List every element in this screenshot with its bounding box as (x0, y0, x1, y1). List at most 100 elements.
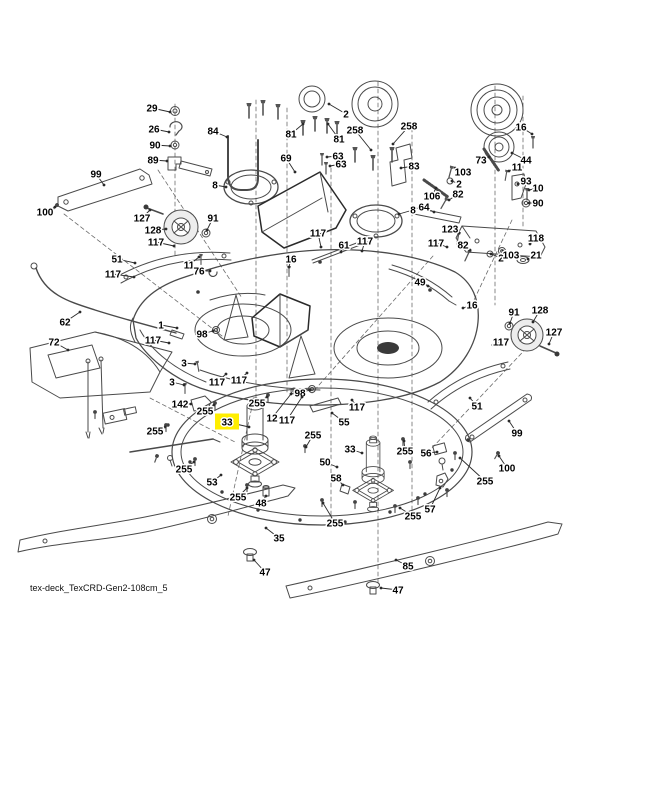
part-label-93: 93 (520, 177, 532, 188)
leader-endpoint (360, 249, 364, 253)
leader-line (253, 559, 266, 573)
leader-line (324, 461, 338, 468)
part-label-16: 16 (515, 123, 527, 134)
part-label-3: 3 (181, 359, 187, 370)
leader-endpoint (527, 201, 531, 205)
leader-endpoint (335, 465, 339, 469)
leader-endpoint (293, 170, 297, 174)
part-label-16: 16 (466, 301, 478, 312)
leader-endpoint (350, 398, 354, 402)
leader-line (511, 152, 527, 161)
leader-line (423, 206, 435, 213)
leader-line (327, 123, 340, 140)
part-label-11: 11 (512, 163, 523, 174)
left-suspension-arm (50, 168, 153, 212)
clutch-cable (30, 262, 185, 340)
leader-line (260, 495, 267, 504)
leader-endpoint (164, 227, 168, 231)
part-label-90: 90 (149, 141, 161, 152)
leader-endpoint (516, 182, 520, 186)
part-label-2: 2 (456, 180, 462, 191)
part-label-47: 47 (259, 568, 271, 579)
part-label-47: 47 (392, 586, 404, 597)
leader-endpoint (287, 265, 291, 269)
part-label-57: 57 (424, 505, 436, 516)
leader-line (155, 241, 175, 247)
leader-endpoint (435, 450, 439, 454)
part-label-61: 61 (338, 241, 350, 252)
part-label-117: 117 (349, 403, 366, 414)
leader-endpoint (212, 403, 216, 407)
leader-endpoint (457, 231, 461, 235)
part-label-51: 51 (471, 402, 483, 413)
leader-line (183, 461, 195, 470)
hanging-cables (85, 356, 105, 439)
part-label-76: 76 (193, 267, 205, 278)
part-label-100: 100 (37, 208, 54, 219)
leader-endpoint (172, 244, 176, 248)
leader-line (317, 232, 322, 248)
part-label-99: 99 (511, 429, 523, 440)
idler-hardware-cluster (413, 135, 546, 264)
leader-endpoint (148, 208, 152, 212)
leader-endpoint (205, 228, 209, 232)
leader-endpoint (245, 486, 249, 490)
part-label-8: 8 (212, 181, 218, 192)
part-label-255: 255 (249, 399, 266, 410)
leader-line (183, 362, 196, 365)
part-labels-layer: 2926908999100127128911175111762728488169… (35, 102, 564, 598)
leader-endpoint (328, 164, 332, 168)
leader-endpoint (182, 383, 186, 387)
leader-line (517, 180, 527, 185)
part-label-81: 81 (285, 130, 297, 141)
leader-endpoint (391, 142, 395, 146)
part-label-33: 33 (344, 445, 356, 456)
leader-endpoint (327, 102, 331, 106)
leader-endpoint (468, 248, 472, 252)
part-label-48: 48 (255, 499, 267, 510)
leader-endpoint (245, 371, 249, 375)
drawing-code: tex-deck_TexCRD-Gen2-108cm_5 (30, 583, 168, 593)
leader-line (154, 144, 171, 147)
leader-endpoint (530, 132, 534, 136)
part-label-1: 1 (158, 321, 164, 332)
leader-line (480, 156, 490, 161)
leader-endpoint (341, 483, 345, 487)
part-label-127: 127 (134, 214, 151, 225)
leader-line (151, 107, 171, 113)
leader-line (326, 155, 339, 158)
leader-endpoint (192, 460, 196, 464)
blade-bolt-right (366, 581, 380, 595)
blade-right (285, 521, 563, 599)
part-label-50: 50 (319, 458, 331, 469)
leader-endpoint (264, 526, 268, 530)
part-label-100: 100 (499, 464, 516, 475)
part-label-8: 8 (410, 206, 416, 217)
part-label-21: 21 (530, 251, 542, 262)
part-label-62: 62 (59, 318, 71, 329)
part-label-64: 64 (418, 203, 430, 214)
hardware-column-topleft (167, 106, 213, 177)
leader-line (152, 339, 170, 344)
part-label-103: 103 (455, 168, 472, 179)
leader-endpoint (507, 169, 511, 173)
part-label-255: 255 (197, 407, 214, 418)
part-label-26: 26 (148, 125, 160, 136)
leader-line (331, 412, 345, 423)
part-label-81: 81 (333, 135, 345, 146)
leader-line (322, 502, 336, 524)
leader-line (419, 281, 429, 287)
mandrel-ring-right (349, 204, 403, 239)
part-label-255: 255 (147, 427, 164, 438)
right-brake-arm-lower (427, 361, 511, 410)
leader-endpoint (326, 122, 330, 126)
leader-line (216, 373, 227, 383)
part-label-255: 255 (230, 493, 247, 504)
leader-endpoint (102, 183, 106, 187)
leader-line (152, 228, 167, 231)
leader-line (448, 193, 459, 201)
part-label-117: 117 (148, 238, 165, 249)
leader-endpoint (265, 395, 269, 399)
u-bolt (227, 135, 259, 191)
